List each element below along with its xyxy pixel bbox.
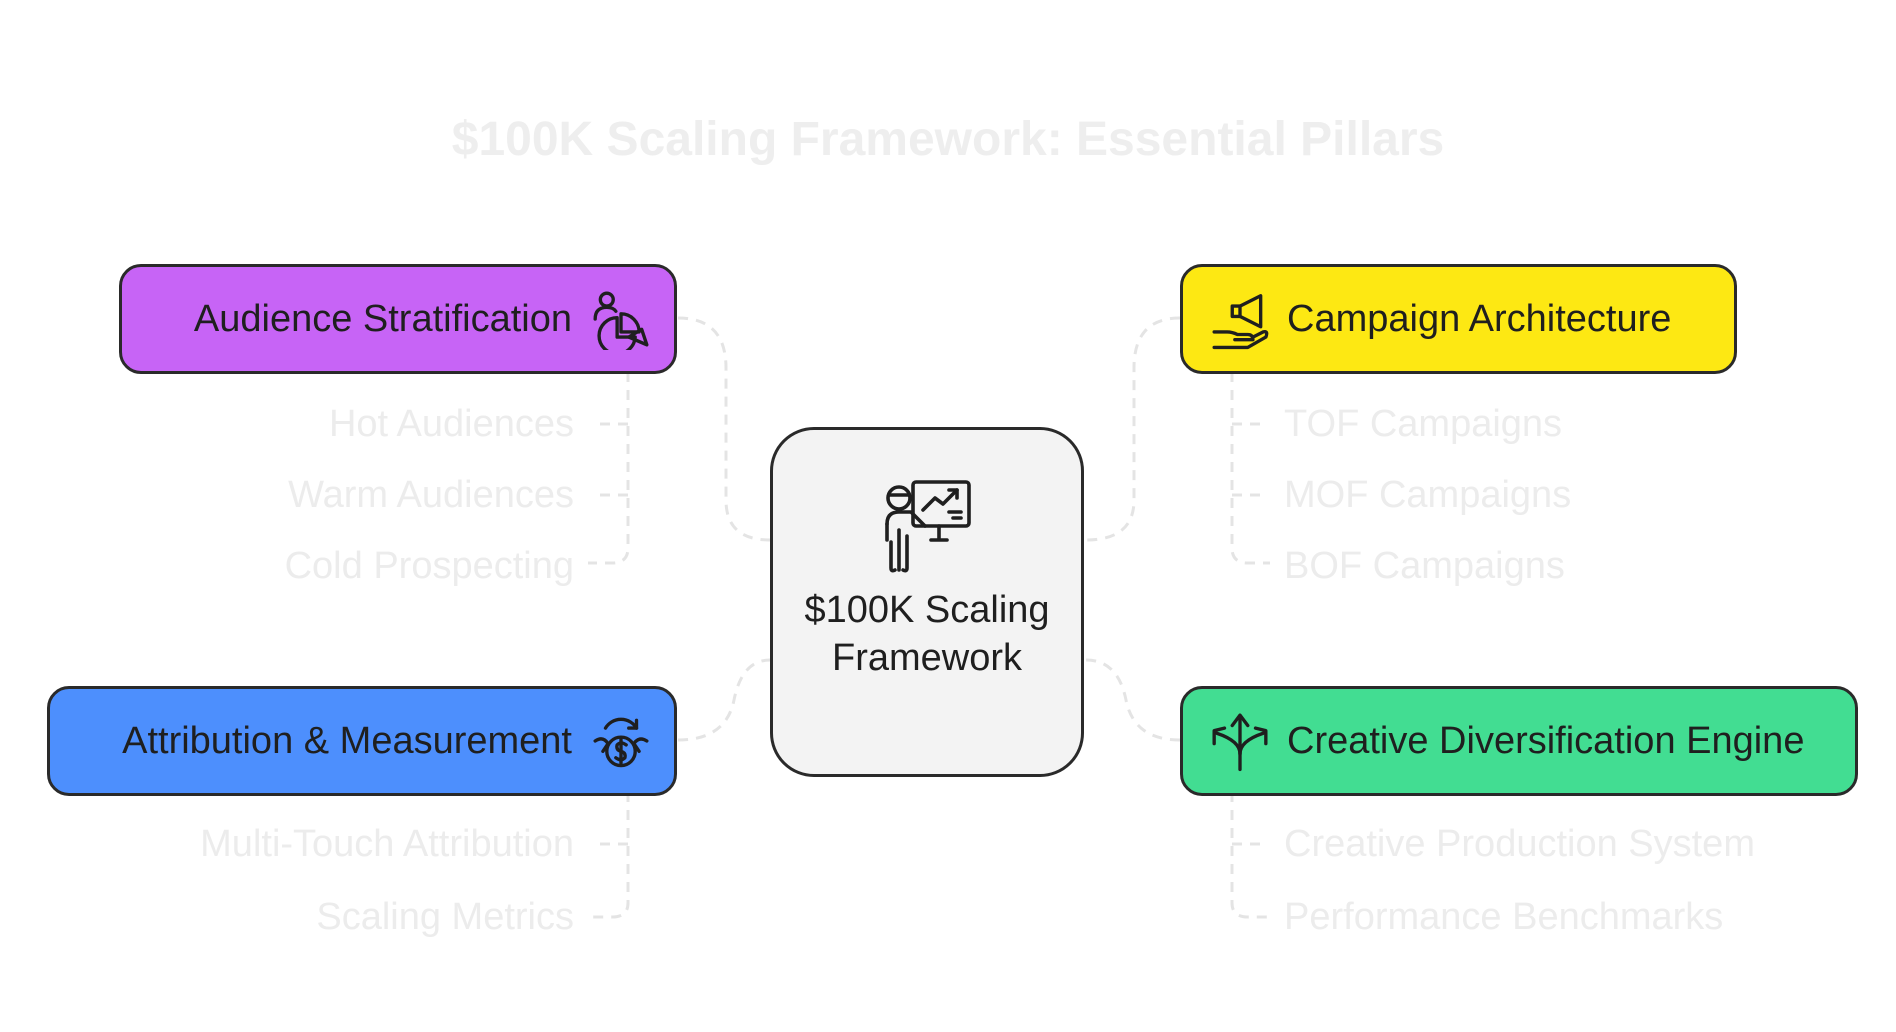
item-multi-touch-attribution: Multi-Touch Attribution: [200, 823, 574, 865]
item-mof-campaigns: MOF Campaigns: [1284, 474, 1572, 516]
connector-campaign-center: [1085, 316, 1181, 542]
item-tof-campaigns: TOF Campaigns: [1284, 403, 1563, 445]
diverging-arrows-icon: [1209, 710, 1271, 772]
connector-audience-trunk: [588, 372, 630, 565]
connector-creative-trunk: [1230, 792, 1270, 919]
item-cold-prospecting: Cold Prospecting: [284, 545, 574, 587]
item-hot-audiences: Hot Audiences: [328, 403, 574, 445]
connector-attribution-trunk: [588, 792, 630, 919]
megaphone-hand-icon: [1209, 288, 1271, 350]
pillar-campaign-architecture[interactable]: Campaign Architecture: [1180, 264, 1737, 374]
diagram-title: $100K Scaling Framework: Essential Pilla…: [451, 113, 1445, 166]
pillar-attribution-measurement[interactable]: Attribution & Measurement: [47, 686, 677, 796]
pillar-audience-stratification[interactable]: Audience Stratification: [119, 264, 677, 374]
connector-campaign-trunk: [1230, 372, 1270, 565]
connector-audience-center: [677, 316, 771, 542]
pillar-label: Creative Diversification Engine: [1287, 719, 1805, 762]
item-scaling-metrics: Scaling Metrics: [316, 896, 574, 938]
audience-segments-icon: [590, 288, 652, 350]
pillar-creative-diversification-engine[interactable]: Creative Diversification Engine: [1180, 686, 1858, 796]
center-node[interactable]: $100K Scaling Framework: [770, 427, 1084, 777]
item-creative-production-system: Creative Production System: [1284, 823, 1755, 865]
pillar-label: Attribution & Measurement: [122, 719, 572, 762]
item-bof-campaigns: BOF Campaigns: [1284, 545, 1565, 587]
presentation-growth-icon: [877, 476, 977, 576]
pillar-label: Campaign Architecture: [1287, 297, 1672, 340]
connector-attribution-center: [677, 658, 771, 742]
item-warm-audiences: Warm Audiences: [288, 474, 574, 516]
connector-creative-center: [1085, 658, 1181, 742]
item-performance-benchmarks: Performance Benchmarks: [1284, 896, 1724, 938]
money-cycle-icon: [590, 710, 652, 772]
pillar-label: Audience Stratification: [193, 297, 572, 340]
center-label: $100K Scaling Framework: [804, 589, 1050, 679]
